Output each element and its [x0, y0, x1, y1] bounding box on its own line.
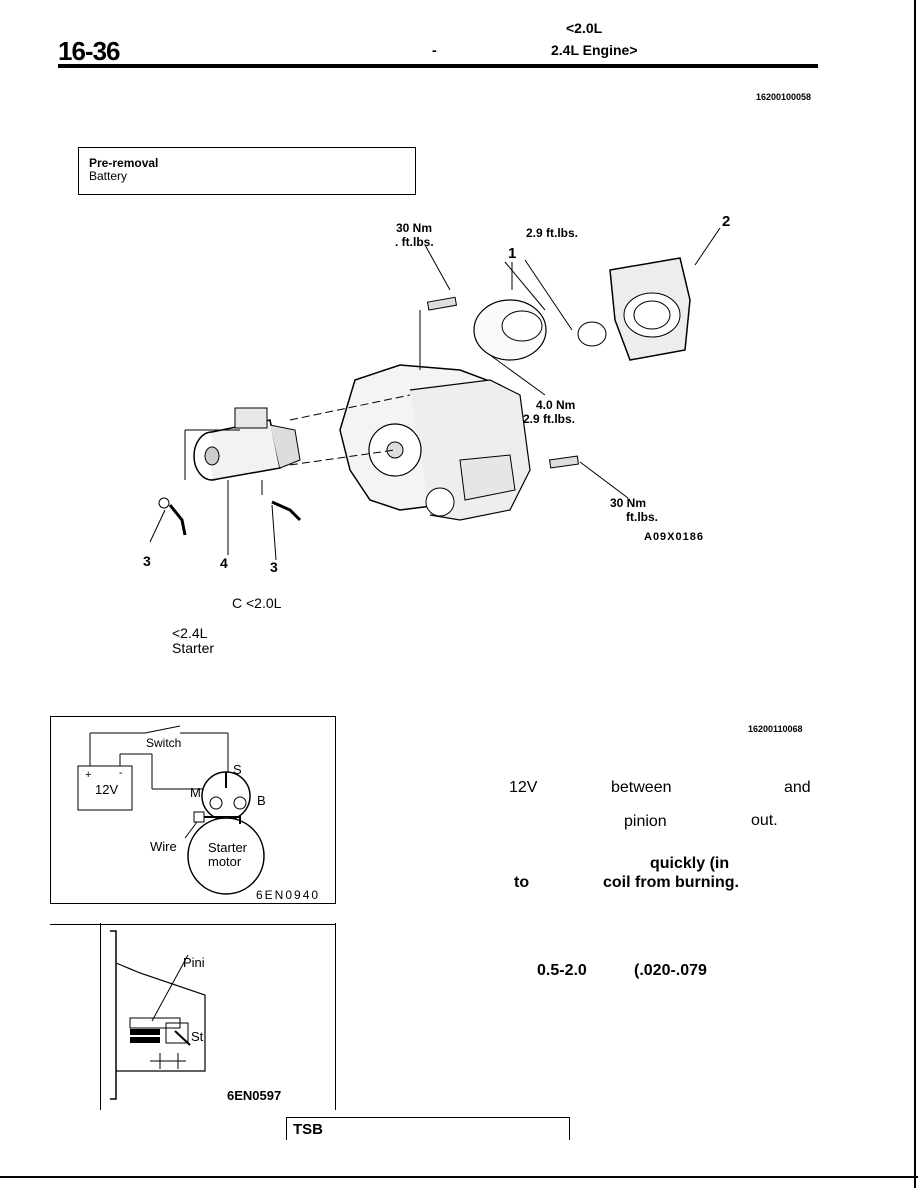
panel-divider-strip	[50, 903, 335, 925]
starter-circuit-diagram	[77, 725, 265, 895]
text-quickly: quickly (in	[650, 855, 730, 872]
inspection-section-code: 16200110068	[748, 724, 803, 734]
text-spec-in: (.020-.079	[634, 962, 707, 979]
text-pinion: pinion	[624, 813, 667, 830]
callout-3-right: 3	[270, 559, 278, 575]
bottom-rule	[0, 1176, 918, 1178]
motor-label-1: Starter	[208, 840, 248, 855]
circuit-figure-code: 6EN0940	[256, 888, 321, 902]
text-spec-mm: 0.5-2.0	[537, 962, 587, 979]
pre-removal-item: Battery	[89, 169, 128, 183]
terminal-s: S	[233, 762, 242, 777]
pinion-figure-panel	[50, 923, 336, 1110]
callout-1: 1	[508, 245, 517, 262]
caption-line-2: <2.4L	[172, 625, 208, 641]
diagram-figure-code: A09X0186	[644, 531, 704, 543]
caption-line-3: Starter	[172, 640, 215, 656]
callout-3-left: 3	[143, 553, 151, 569]
caption-line-1: C <2.0L	[232, 595, 282, 611]
torque-bottom-ftlbs: ft.lbs.	[626, 510, 658, 524]
callout-2: 2	[722, 213, 731, 230]
pinion-panel-inner-rule	[100, 923, 101, 1110]
battery-label: 12V	[95, 782, 119, 797]
terminal-m: M	[190, 785, 201, 800]
pinion-gap-diagram	[110, 930, 206, 1100]
text-12v: 12V	[509, 779, 538, 796]
pinion-label: Pini	[183, 955, 205, 970]
torque-bottom-nm: 30 Nm	[610, 496, 647, 510]
pre-removal-title: Pre-removal	[89, 156, 159, 170]
terminal-b: B	[257, 793, 266, 808]
engine-line-2: 2.4L Engine>	[551, 42, 638, 58]
text-and: and	[784, 779, 811, 796]
header-rule	[58, 64, 818, 68]
tsb-box: TSB	[286, 1117, 570, 1140]
wire-label: Wire	[150, 839, 177, 854]
page-number: 16-36	[58, 36, 120, 66]
pre-removal-box: Pre-removal Battery	[78, 147, 416, 195]
right-edge-rule	[914, 0, 916, 1188]
torque-mid-nm: 4.0 Nm	[536, 398, 576, 412]
stopper-label: St	[191, 1029, 204, 1044]
tsb-label: TSB	[293, 1121, 323, 1138]
callout-4: 4	[220, 555, 228, 571]
motor-label-2: motor	[208, 854, 242, 869]
removal-section-code: 16200100058	[756, 92, 812, 102]
text-between: between	[611, 779, 672, 796]
switch-label: Switch	[146, 736, 182, 750]
text-coil-burning: coil from burning.	[603, 874, 739, 891]
text-to: to	[514, 874, 530, 891]
starter-removal-diagram	[149, 227, 721, 561]
battery-plus: +	[85, 769, 92, 781]
engine-line-1: <2.0L	[566, 20, 603, 36]
text-out: out.	[751, 812, 778, 829]
pinion-figure-code: 6EN0597	[227, 1088, 282, 1103]
engine-dash: -	[432, 42, 437, 58]
torque-mid-ftlbs: 2.9 ft.lbs.	[523, 412, 576, 426]
torque-top-right: 2.9 ft.lbs.	[526, 226, 579, 240]
battery-minus: -	[119, 767, 123, 779]
torque-top-left-nm: 30 Nm	[396, 221, 433, 235]
torque-top-left-ftlbs: . ft.lbs.	[395, 235, 434, 249]
